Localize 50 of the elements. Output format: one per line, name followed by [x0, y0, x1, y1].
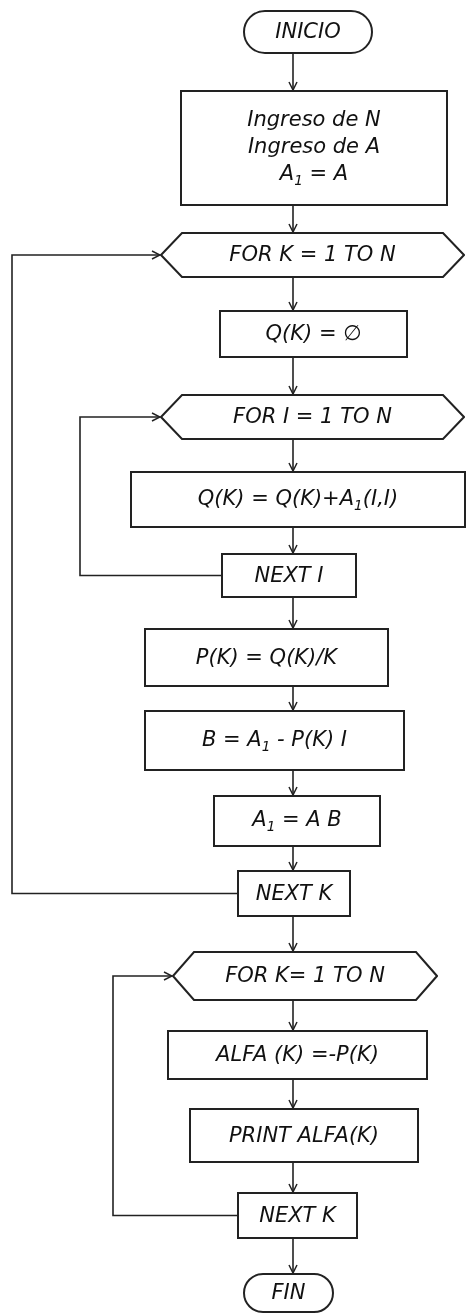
node-text: NEXT K: [259, 1201, 336, 1229]
arrow: [288, 205, 298, 233]
process-box: [219, 310, 408, 358]
arrow: [79, 412, 222, 577]
arrow: [288, 1162, 298, 1193]
loop-hexagon: [160, 232, 465, 278]
arrow: [288, 1079, 298, 1109]
node-text: FOR K = 1 TO N: [229, 241, 396, 269]
node-text: FOR K= 1 TO N: [225, 962, 385, 990]
arrow: [11, 250, 238, 895]
arrow: [288, 770, 298, 796]
arrow: [112, 971, 238, 1217]
node-text: PRINT ALFA(K): [228, 1121, 380, 1149]
node-text: INICIO: [275, 18, 341, 46]
arrow: [288, 439, 298, 472]
node-text: ALFA (K) =-P(K): [216, 1041, 379, 1069]
node-text: FOR I = 1 TO N: [233, 403, 392, 431]
process-box: [144, 710, 405, 771]
arrow: [288, 1238, 298, 1274]
node-text: A$_{1}$ = A B: [252, 806, 342, 836]
process-box: [180, 90, 448, 206]
arrow: [288, 597, 298, 629]
process-box: [213, 795, 381, 847]
loop-hexagon: [172, 951, 438, 1001]
arrow: [288, 53, 298, 91]
node-text: A$_{1}$ = A: [279, 160, 349, 191]
node-text: Q(K) = Q(K)+A$_{1}$(I,I): [197, 484, 399, 515]
node-text: Q(K) = ∅: [265, 320, 362, 348]
arrow: [288, 277, 298, 311]
process-box: [221, 553, 357, 598]
loop-hexagon: [160, 394, 465, 440]
node-text: NEXT I: [254, 561, 324, 589]
node-text: NEXT K: [255, 879, 333, 907]
arrow: [288, 686, 298, 711]
process-box: [130, 471, 466, 528]
node-text: B = A$_{1}$ - P(K) I: [202, 725, 347, 756]
arrow: [288, 846, 298, 871]
arrow: [288, 357, 298, 395]
process-box: [167, 1030, 428, 1080]
arrow: [288, 527, 298, 554]
process-box: [237, 1192, 358, 1239]
process-box: [237, 870, 351, 917]
node-text: FIN: [271, 1279, 306, 1307]
arrow: [288, 1000, 298, 1031]
process-box: [144, 628, 389, 687]
arrow: [288, 916, 298, 952]
process-box: [189, 1108, 419, 1163]
node-text: Ingreso de N: [247, 105, 381, 133]
node-text: Ingreso de A: [247, 133, 381, 161]
node-text: P(K) = Q(K)/K: [195, 643, 338, 671]
